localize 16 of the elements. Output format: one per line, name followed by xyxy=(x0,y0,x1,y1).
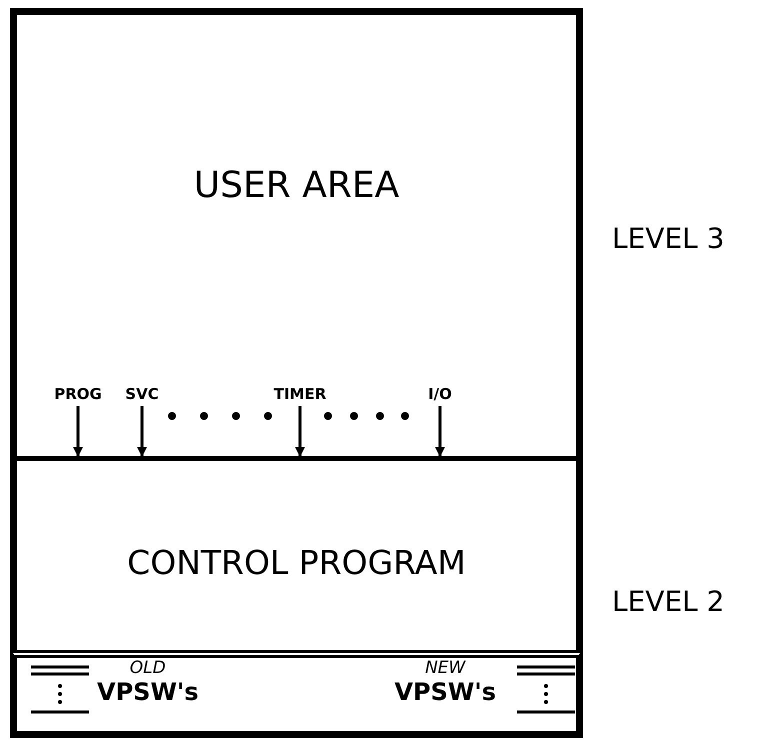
vpsw-band xyxy=(10,650,583,738)
vpsw-label: NEW VPSW's xyxy=(394,658,496,706)
region-title: CONTROL PROGRAM xyxy=(127,543,466,582)
interrupt-label: TIMER xyxy=(274,385,326,403)
control-program-region xyxy=(10,456,583,652)
arrow xyxy=(73,406,83,457)
interrupt-label: I/O xyxy=(428,385,452,403)
interrupt-label: PROG xyxy=(54,385,102,403)
level-label: LEVEL 3 xyxy=(612,222,724,255)
arrow xyxy=(435,406,445,457)
vpsw-label: OLD VPSW's xyxy=(97,658,199,706)
arrow xyxy=(137,406,147,457)
interrupt-label: SVC xyxy=(125,385,159,403)
region-title: USER AREA xyxy=(194,165,400,206)
arrow xyxy=(295,406,305,457)
level-label: LEVEL 2 xyxy=(612,585,724,618)
